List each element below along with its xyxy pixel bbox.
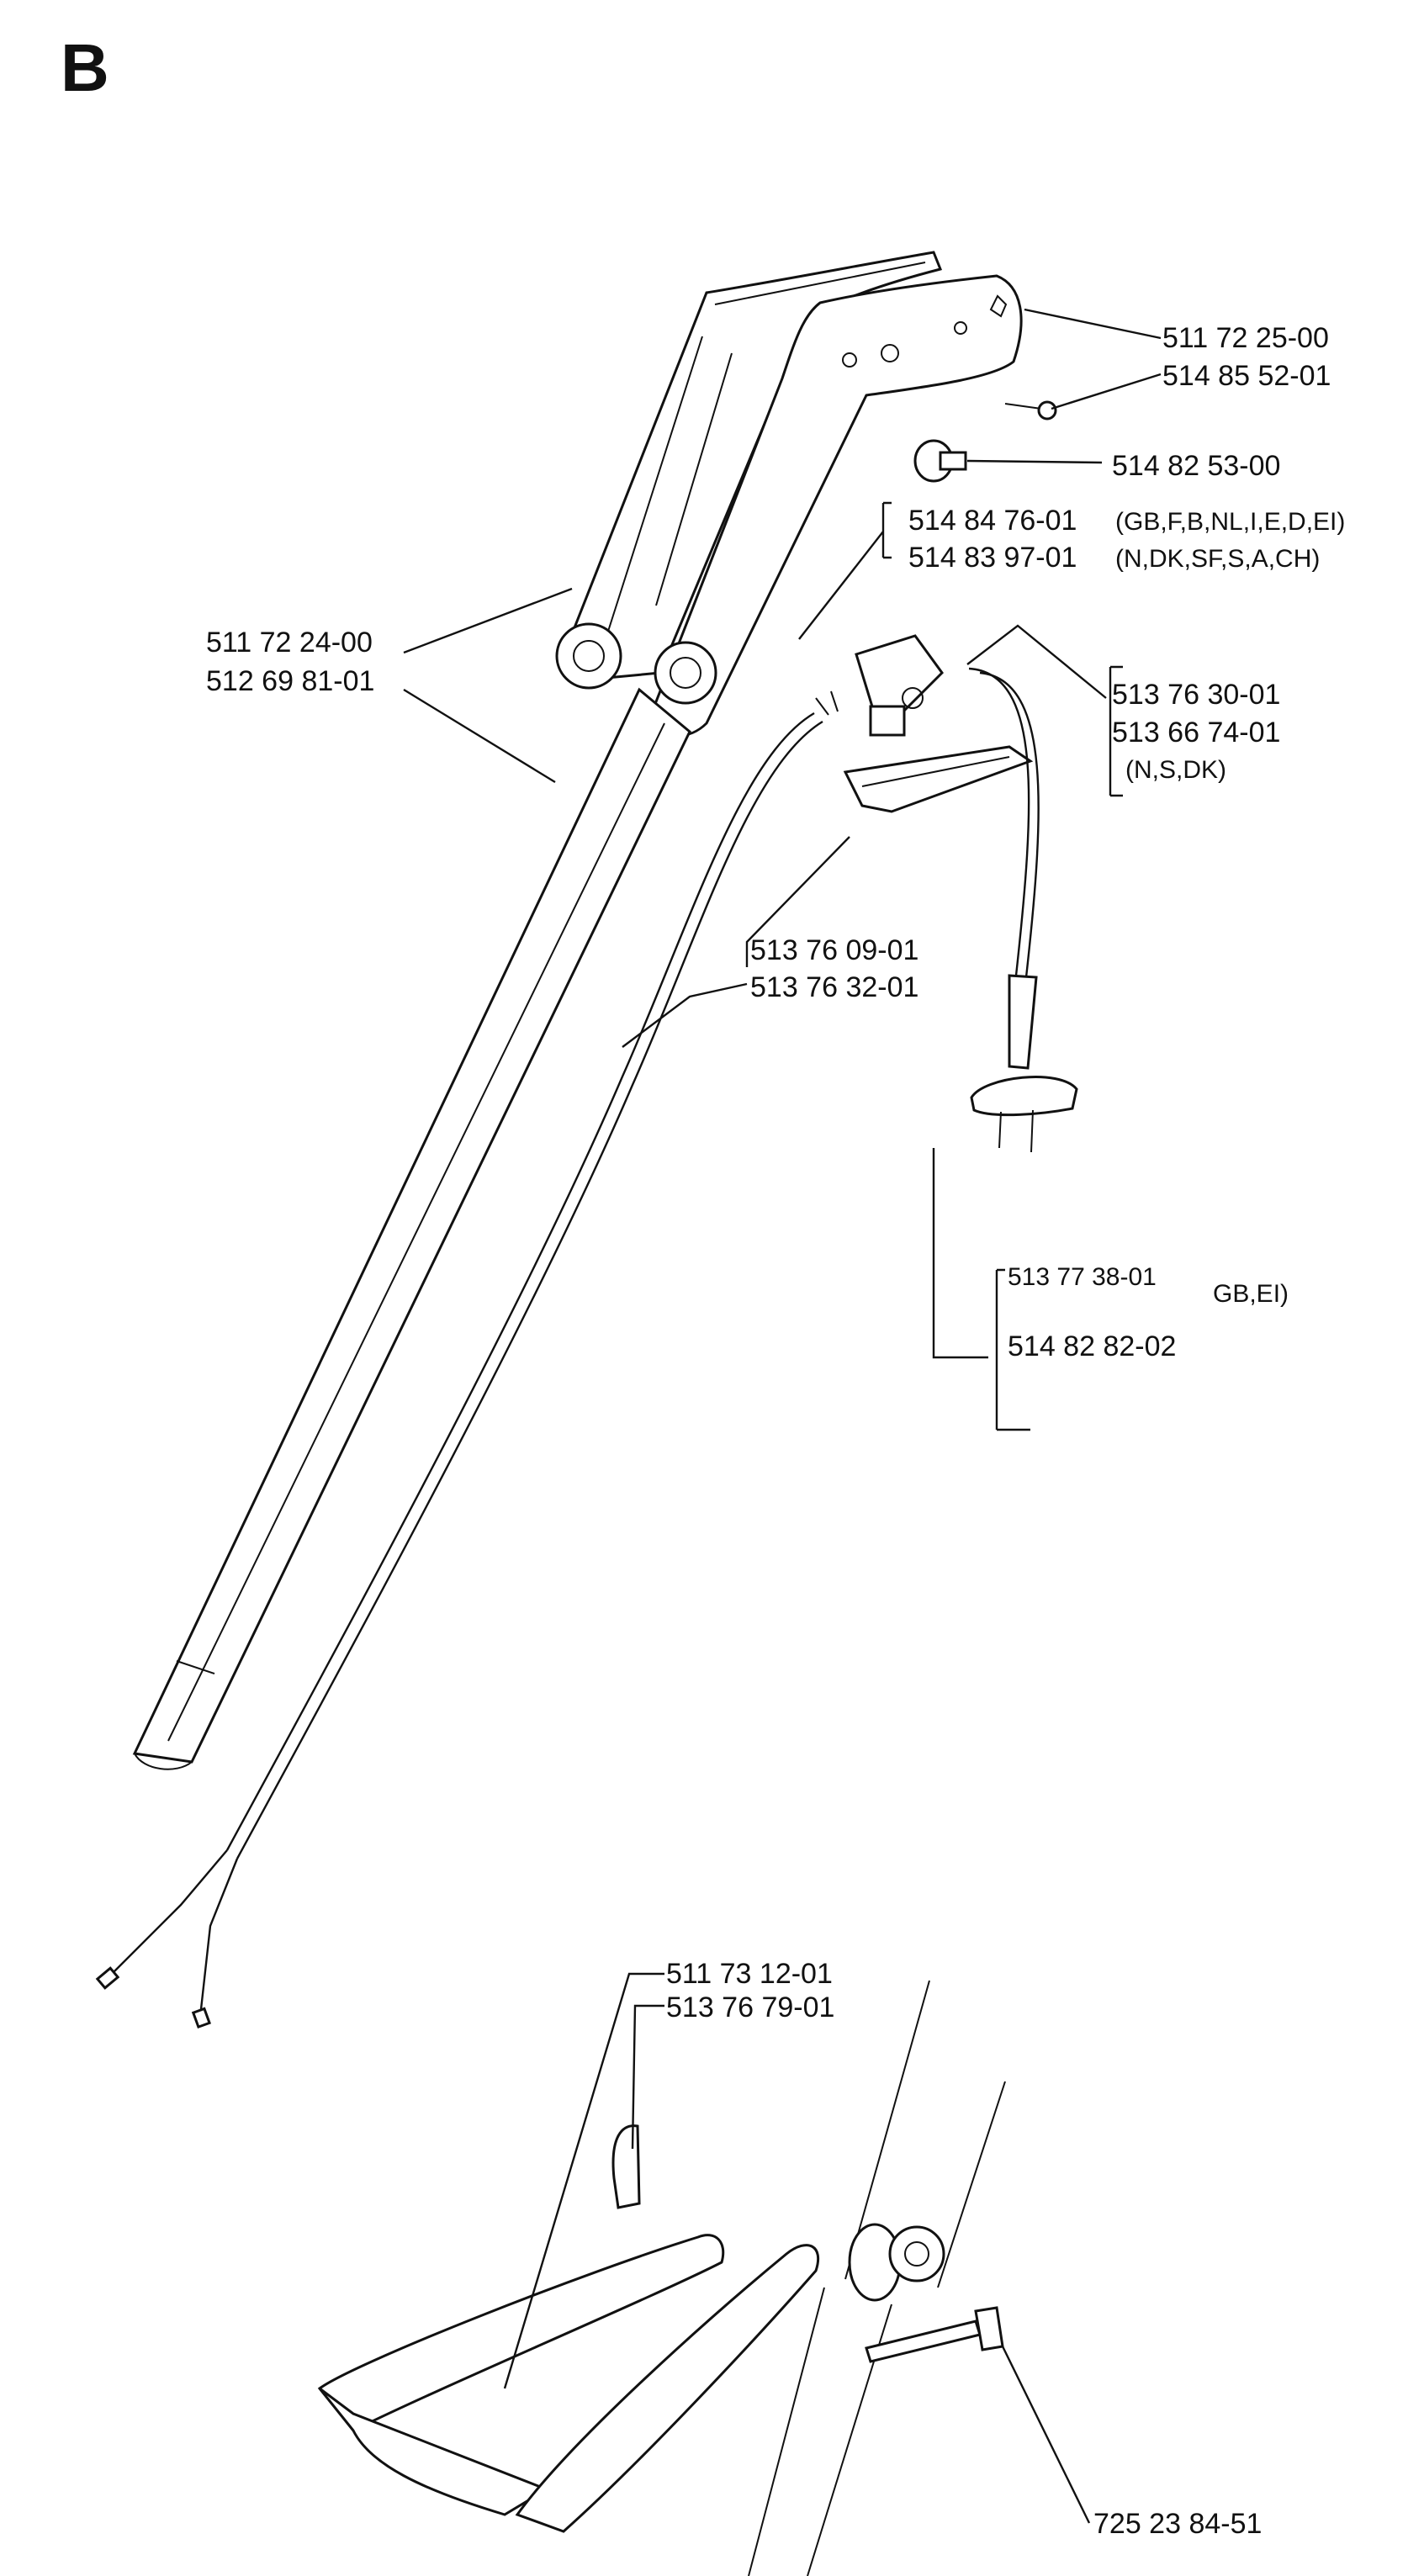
section-letter: B [61, 30, 109, 105]
part-labels: 511 72 25-00 514 85 52-01 514 82 53-00 5… [206, 322, 1345, 2540]
leader-lines [403, 308, 1162, 2524]
label-511-72-24-00: 511 72 24-00 [206, 627, 373, 659]
label-region-n-s-dk: (N,S,DK) [1125, 756, 1226, 784]
label-513-76-32-01: 513 76 32-01 [750, 971, 918, 1003]
label-513-76-09-01: 513 76 09-01 [750, 934, 918, 966]
upper-handle-drawing [95, 251, 1078, 2029]
label-514-84-76-01: 514 84 76-01 [908, 505, 1077, 537]
label-region-gb-ei: GB,EI) [1213, 1280, 1289, 1308]
label-514-85-52-01: 514 85 52-01 [1162, 360, 1331, 392]
label-512-69-81-01: 512 69 81-01 [206, 665, 374, 697]
lower-handle-drawing [317, 1980, 1006, 2576]
label-514-83-97-01: 514 83 97-01 [908, 542, 1077, 574]
label-514-82-82-02: 514 82 82-02 [1008, 1330, 1176, 1362]
label-725-23-84-51: 725 23 84-51 [1093, 2508, 1262, 2540]
label-513-77-38-01: 513 77 38-01 [1008, 1263, 1157, 1291]
label-513-66-74-01: 513 66 74-01 [1112, 717, 1280, 748]
label-513-76-30-01: 513 76 30-01 [1112, 679, 1280, 711]
label-511-72-25-00: 511 72 25-00 [1162, 322, 1329, 354]
label-region-gb-f-b-nl: (GB,F,B,NL,I,E,D,EI) [1115, 508, 1345, 536]
label-region-n-dk-sf: (N,DK,SF,S,A,CH) [1115, 545, 1320, 573]
label-513-76-79-01: 513 76 79-01 [666, 1992, 834, 2023]
label-514-82-53-00: 514 82 53-00 [1112, 450, 1280, 482]
label-511-73-12-01: 511 73 12-01 [666, 1958, 833, 1990]
